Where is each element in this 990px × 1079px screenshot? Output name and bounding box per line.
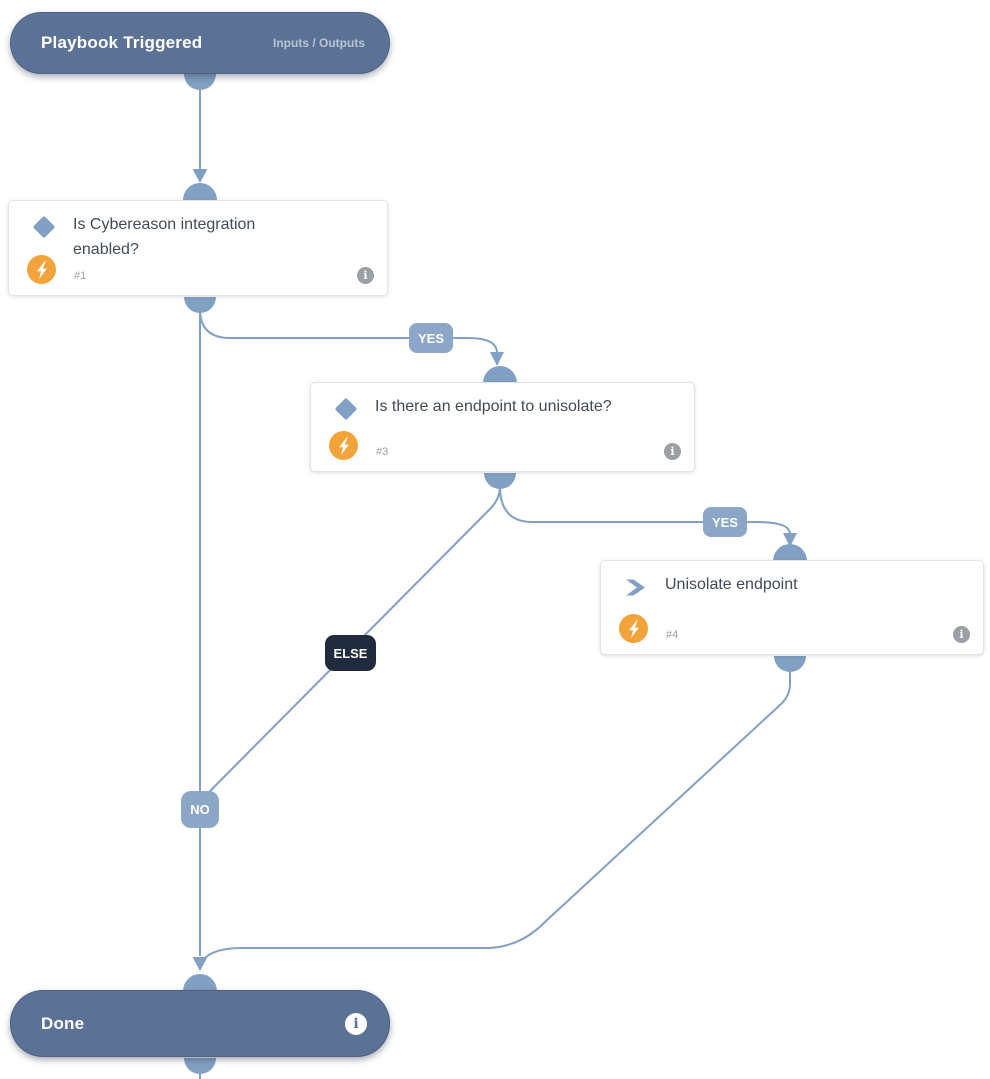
output-connector-task4 bbox=[774, 656, 806, 672]
lightning-icon bbox=[619, 614, 648, 643]
output-connector-cond1 bbox=[184, 297, 216, 313]
input-connector-cond3 bbox=[483, 366, 517, 383]
condition-node-3[interactable]: Is there an endpoint to unisolate? #3 i bbox=[310, 382, 695, 472]
arrowhead-icon bbox=[192, 957, 208, 971]
branch-label-else: ELSE bbox=[325, 635, 376, 671]
info-icon[interactable]: i bbox=[664, 443, 681, 460]
input-connector-done bbox=[183, 974, 217, 991]
done-title: Done bbox=[41, 1013, 85, 1033]
arrowhead-icon bbox=[192, 169, 208, 183]
playbook-triggered-node[interactable]: Playbook Triggered Inputs / Outputs bbox=[10, 12, 390, 74]
output-connector-done bbox=[184, 1058, 216, 1074]
input-connector-task4 bbox=[773, 544, 807, 561]
diamond-icon bbox=[334, 397, 358, 421]
lightning-icon bbox=[27, 255, 56, 284]
done-node[interactable]: Done i bbox=[10, 990, 390, 1057]
lightning-icon bbox=[329, 431, 358, 460]
info-icon[interactable]: i bbox=[345, 1012, 367, 1035]
task-number: #1 bbox=[74, 270, 87, 282]
diamond-icon bbox=[32, 215, 56, 239]
edge-task4-to-done bbox=[202, 669, 791, 961]
info-icon[interactable]: i bbox=[357, 267, 374, 284]
output-connector-cond3 bbox=[484, 473, 516, 489]
edge-cond3-yes-to-task4 bbox=[499, 485, 791, 535]
condition-node-1[interactable]: Is Cybereason integration enabled? #1 i bbox=[8, 200, 388, 296]
edge-cond1-yes-to-cond3 bbox=[199, 308, 498, 354]
inputs-outputs-link[interactable]: Inputs / Outputs bbox=[273, 36, 365, 50]
arrowhead-icon bbox=[783, 533, 797, 547]
condition-1-title: Is Cybereason integration enabled? bbox=[73, 216, 256, 258]
branch-label-yes: YES bbox=[703, 507, 747, 537]
chevron-icon bbox=[624, 578, 647, 597]
task-number: #3 bbox=[376, 446, 389, 458]
task-4-title: Unisolate endpoint bbox=[665, 576, 798, 593]
trigger-title: Playbook Triggered bbox=[41, 33, 203, 52]
output-connector-trigger bbox=[184, 74, 216, 90]
branch-label-no: NO bbox=[181, 791, 219, 828]
task-node-4[interactable]: Unisolate endpoint #4 i bbox=[600, 560, 984, 655]
condition-3-title: Is there an endpoint to unisolate? bbox=[375, 398, 612, 415]
task-number: #4 bbox=[666, 629, 679, 641]
branch-label-yes: YES bbox=[409, 323, 453, 353]
input-connector-cond1 bbox=[183, 183, 217, 200]
info-icon[interactable]: i bbox=[953, 626, 970, 643]
arrowhead-icon bbox=[490, 352, 504, 366]
